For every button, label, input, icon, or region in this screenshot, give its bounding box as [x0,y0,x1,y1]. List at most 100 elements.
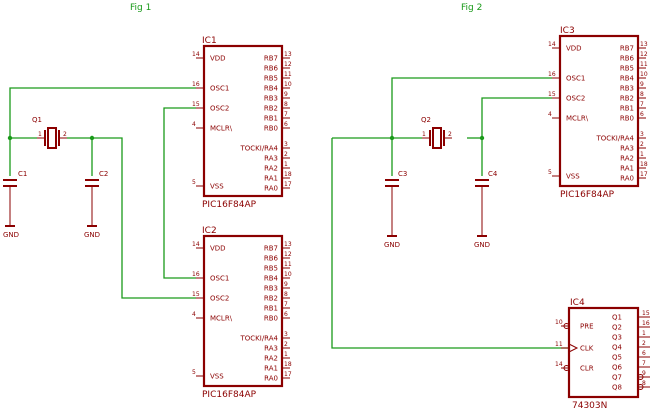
pin-number: 13 [284,241,292,248]
pin-number: 5 [192,179,196,186]
pin-number: 1 [422,131,426,138]
pin-label: Q3 [612,334,622,342]
capacitor-c1-label: C1 [18,170,27,178]
pin-number: 9 [284,281,288,288]
pin-label: RB3 [264,95,278,103]
pin-number: 2 [642,340,646,347]
pin-number: 1 [38,131,42,138]
pin-number: 16 [642,320,650,327]
pin-label: RB2 [264,105,278,113]
crystal-q2-label: Q2 [421,116,431,124]
ic1-name: IC1 [202,36,217,46]
crystal-q2: Q2 1 2 [421,116,452,149]
fig2-title: Fig 2 [461,3,482,13]
capacitor-c3-label: C3 [398,170,407,178]
pin-number: 5 [192,369,196,376]
capacitor-c3: C3 GND [384,170,407,249]
pin-number: 11 [640,61,648,68]
pin-number: 11 [284,71,292,78]
fig1-wires [7,87,196,299]
ic4-part: 74303N [572,401,607,411]
fig2-wires [331,77,569,349]
pin-label: RB2 [264,295,278,303]
pin-label: Q2 [612,324,622,332]
pin-label: VSS [566,173,580,181]
pin-number: 2 [640,141,644,148]
pin-number: 15 [642,310,650,317]
pin-label: RA2 [620,155,634,163]
wire-clk-ic4 [331,138,569,349]
ic2-body [202,234,284,388]
pin-label: OSC1 [210,85,229,93]
pin-label: OSC2 [566,95,585,103]
pin-label: RA1 [620,165,634,173]
pin-number: 10 [284,271,292,278]
pin-number: 1 [284,161,288,168]
ic3-body [558,34,640,188]
pin-number: 6 [642,350,646,357]
pin-number: 8 [642,380,646,387]
pin-label: VDD [566,45,582,53]
pin-label: RB6 [264,255,279,263]
pin-number: 6 [640,111,644,118]
ic2-name: IC2 [202,226,217,236]
ic3-name: IC3 [560,26,575,36]
pin-label: MCLR\ [210,125,233,133]
pin-number: 3 [284,141,288,148]
wire-osc2-ic2 [67,137,196,299]
pin-label: RB0 [264,125,278,133]
pin-label: RA2 [264,165,278,173]
pin-number: 16 [548,71,556,78]
pin-number: 15 [548,91,556,98]
pin-label: RA0 [620,175,634,183]
pin-label: RB4 [264,85,279,93]
ic1-part: PIC16F84AP [202,200,257,210]
pin-label: RB1 [264,115,278,123]
pin-label: Q1 [612,314,622,322]
pin-label: RB0 [620,115,634,123]
pin-number: 14 [548,41,556,48]
ic2-part: PIC16F84AP [202,390,257,400]
pin-label: RB7 [620,45,634,53]
pin-label: RB6 [620,55,635,63]
junction [89,135,95,141]
capacitor-c4-label: C4 [488,170,498,178]
pin-number: 8 [640,91,644,98]
pin-label: OSC1 [566,75,585,83]
pin-number: 7 [284,111,288,118]
pin-label: RA0 [264,185,278,193]
pin-label: VSS [210,373,224,381]
wire-osc1-ic3 [391,77,552,138]
pin-number: 17 [284,181,292,188]
pin-number: 2 [448,131,452,138]
pin-label: RB7 [264,245,278,253]
pin-number: 11 [284,261,292,268]
pin-number: 8 [284,101,288,108]
pin-number: 14 [192,51,200,58]
pin-number: 9 [640,81,644,88]
pin-label: CLR [580,365,594,373]
pin-number: 3 [640,131,644,138]
pin-number: 8 [284,291,288,298]
pin-number: 9 [284,91,288,98]
pin-number: 18 [284,361,292,368]
inversion-bubble [637,384,644,390]
pin-number: 10 [640,71,648,78]
pin-label: MCLR\ [210,315,233,323]
pin-number: 4 [192,311,196,318]
pin-number: 13 [640,41,648,48]
pin-label: RA2 [264,355,278,363]
pin-number: 12 [284,251,292,258]
pin-label: RA3 [264,345,278,353]
inversion-bubble [637,374,644,380]
ground-label: GND [3,231,19,239]
pin-label: RA1 [264,175,278,183]
pin-label: RB1 [264,305,278,313]
pin-number: 9 [642,370,646,377]
pin-label: VDD [210,245,226,253]
capacitor-c4: C4 GND [474,170,498,249]
pin-label: RB4 [620,75,635,83]
pin-number: 4 [192,121,196,128]
